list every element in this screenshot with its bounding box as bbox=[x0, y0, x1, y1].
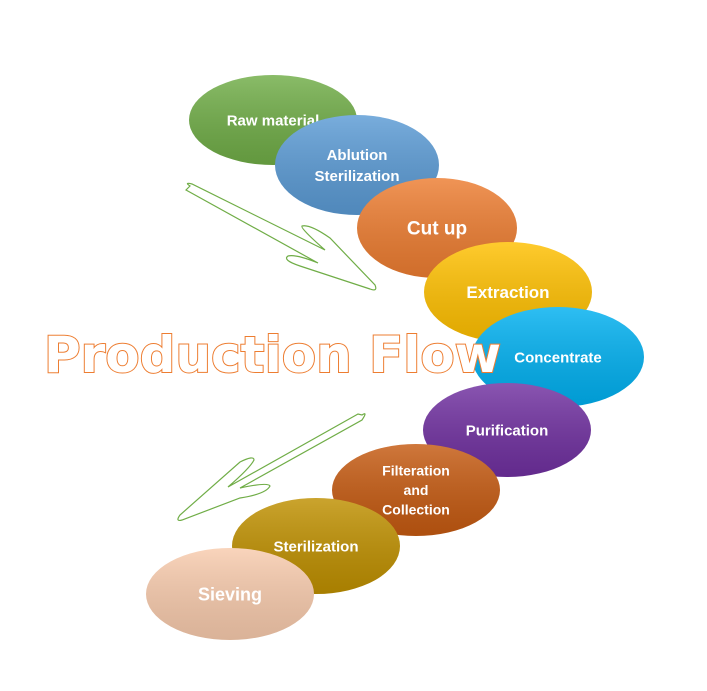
step-label: Purification bbox=[466, 422, 549, 439]
flow-step-5: Concentrate bbox=[472, 307, 644, 407]
step-ellipse-shading bbox=[472, 307, 644, 407]
step-label: Concentrate bbox=[514, 349, 602, 366]
step-label: Sieving bbox=[198, 584, 262, 604]
step-label: Ablution bbox=[327, 147, 388, 164]
step-label: Sterilization bbox=[314, 168, 399, 185]
step-ellipse-shading bbox=[146, 548, 314, 640]
arrow-down-right-icon bbox=[185, 182, 377, 291]
arrow-down-left-icon bbox=[177, 413, 366, 522]
flow-step-9: Sieving bbox=[146, 548, 314, 640]
step-label: Cut up bbox=[407, 219, 467, 240]
step-label: Sterilization bbox=[273, 538, 358, 555]
step-label: Collection bbox=[382, 502, 450, 518]
step-label: Filteration bbox=[382, 462, 450, 478]
step-label: Raw material bbox=[227, 112, 320, 129]
step-label: Extraction bbox=[466, 283, 549, 302]
diagram-title: Production Flow bbox=[44, 326, 501, 384]
step-label: and bbox=[404, 482, 429, 498]
